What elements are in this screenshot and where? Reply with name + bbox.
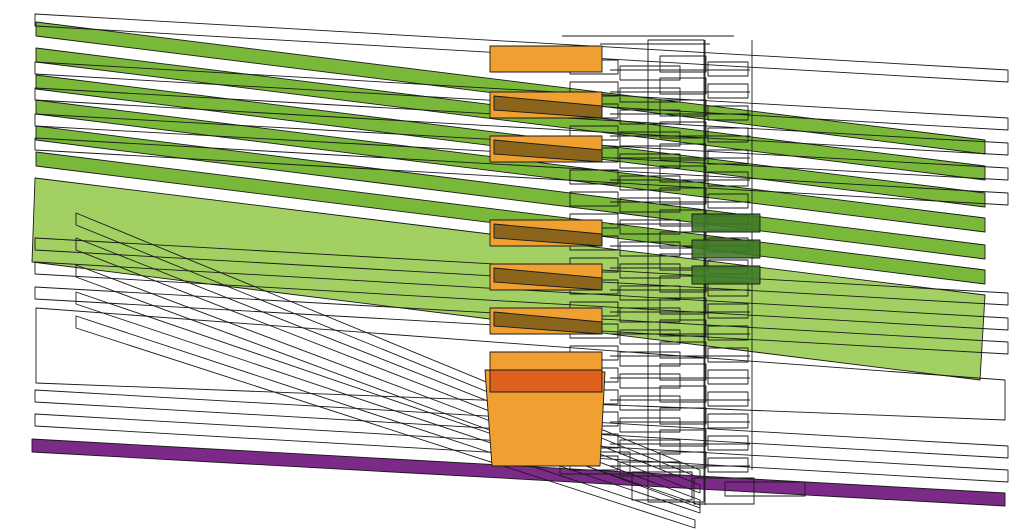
outline-layer: [34, 13, 1009, 529]
block-layer: [484, 45, 761, 467]
outline-band-4: [34, 113, 1009, 181]
column-box-right-2: [659, 77, 707, 95]
column-box-right-11: [659, 275, 707, 293]
column-box-far-19: [707, 457, 749, 473]
outline-band-10: [34, 413, 1009, 483]
outline-band-1: [34, 13, 1009, 83]
column-box-left-7: [569, 191, 619, 207]
column-box-far-17: [707, 413, 749, 429]
outline-band-7: [34, 261, 1009, 331]
column-box-far-2: [707, 83, 749, 99]
column-box-far-13: [707, 325, 749, 341]
column-box-right-12: [659, 297, 707, 315]
outline-band-8: [34, 286, 1009, 355]
outline-band-5: [34, 137, 1009, 206]
column-box-right-7: [659, 187, 707, 205]
column-box-far-4: [707, 127, 749, 143]
column-box-far-1: [707, 61, 749, 77]
column-box-right-16: [659, 385, 707, 403]
orange-block-1: [489, 45, 603, 73]
column-box-far-14: [707, 347, 749, 363]
column-box-right-19: [659, 451, 707, 469]
outline-band-3: [34, 87, 1009, 156]
column-box-far-16: [707, 391, 749, 407]
orange-overlay-5: [493, 311, 603, 335]
column-box-left-6: [569, 169, 619, 185]
column-box-far-15: [707, 369, 749, 385]
orange-overlay-4: [493, 267, 603, 291]
column-box-right-18: [659, 429, 707, 447]
orange-overlay-3: [493, 223, 603, 247]
dark-green-block-3: [691, 265, 761, 285]
column-box-far-18: [707, 435, 749, 451]
outline-band-2: [34, 61, 1009, 131]
column-box-right-13: [659, 319, 707, 337]
column-box-far-7: [707, 193, 749, 209]
column-box-right-4: [659, 121, 707, 139]
bottom-box-2: [631, 471, 693, 501]
orange-overlay-2: [493, 139, 603, 163]
outline-band-9: [34, 389, 1009, 459]
diagonal-strip-5: [75, 315, 696, 529]
outline-band-6: [34, 237, 1009, 306]
column-box-right-17: [659, 407, 707, 425]
bottom-box-1: [559, 451, 631, 475]
bottom-box-3: [693, 477, 755, 505]
purple-band: [31, 438, 1006, 507]
column-box-far-6: [707, 171, 749, 187]
column-box-right-14: [659, 341, 707, 359]
dark-green-block-2: [691, 239, 761, 259]
column-box-right-15: [659, 363, 707, 381]
column-box-left-2: [569, 81, 619, 97]
column-box-right-3: [659, 99, 707, 117]
orange-overlay-1: [493, 95, 603, 119]
column-box-far-5: [707, 149, 749, 165]
column-box-right-6: [659, 165, 707, 183]
bottom-box-4: [724, 481, 806, 497]
column-box-right-1: [659, 55, 707, 73]
column-box-far-12: [707, 303, 749, 319]
dark-green-block-1: [691, 213, 761, 233]
orange-red-strip: [489, 369, 603, 393]
central-column: [647, 39, 705, 503]
column-box-right-5: [659, 143, 707, 161]
column-box-left-4: [569, 125, 619, 141]
column-box-far-3: [707, 105, 749, 121]
